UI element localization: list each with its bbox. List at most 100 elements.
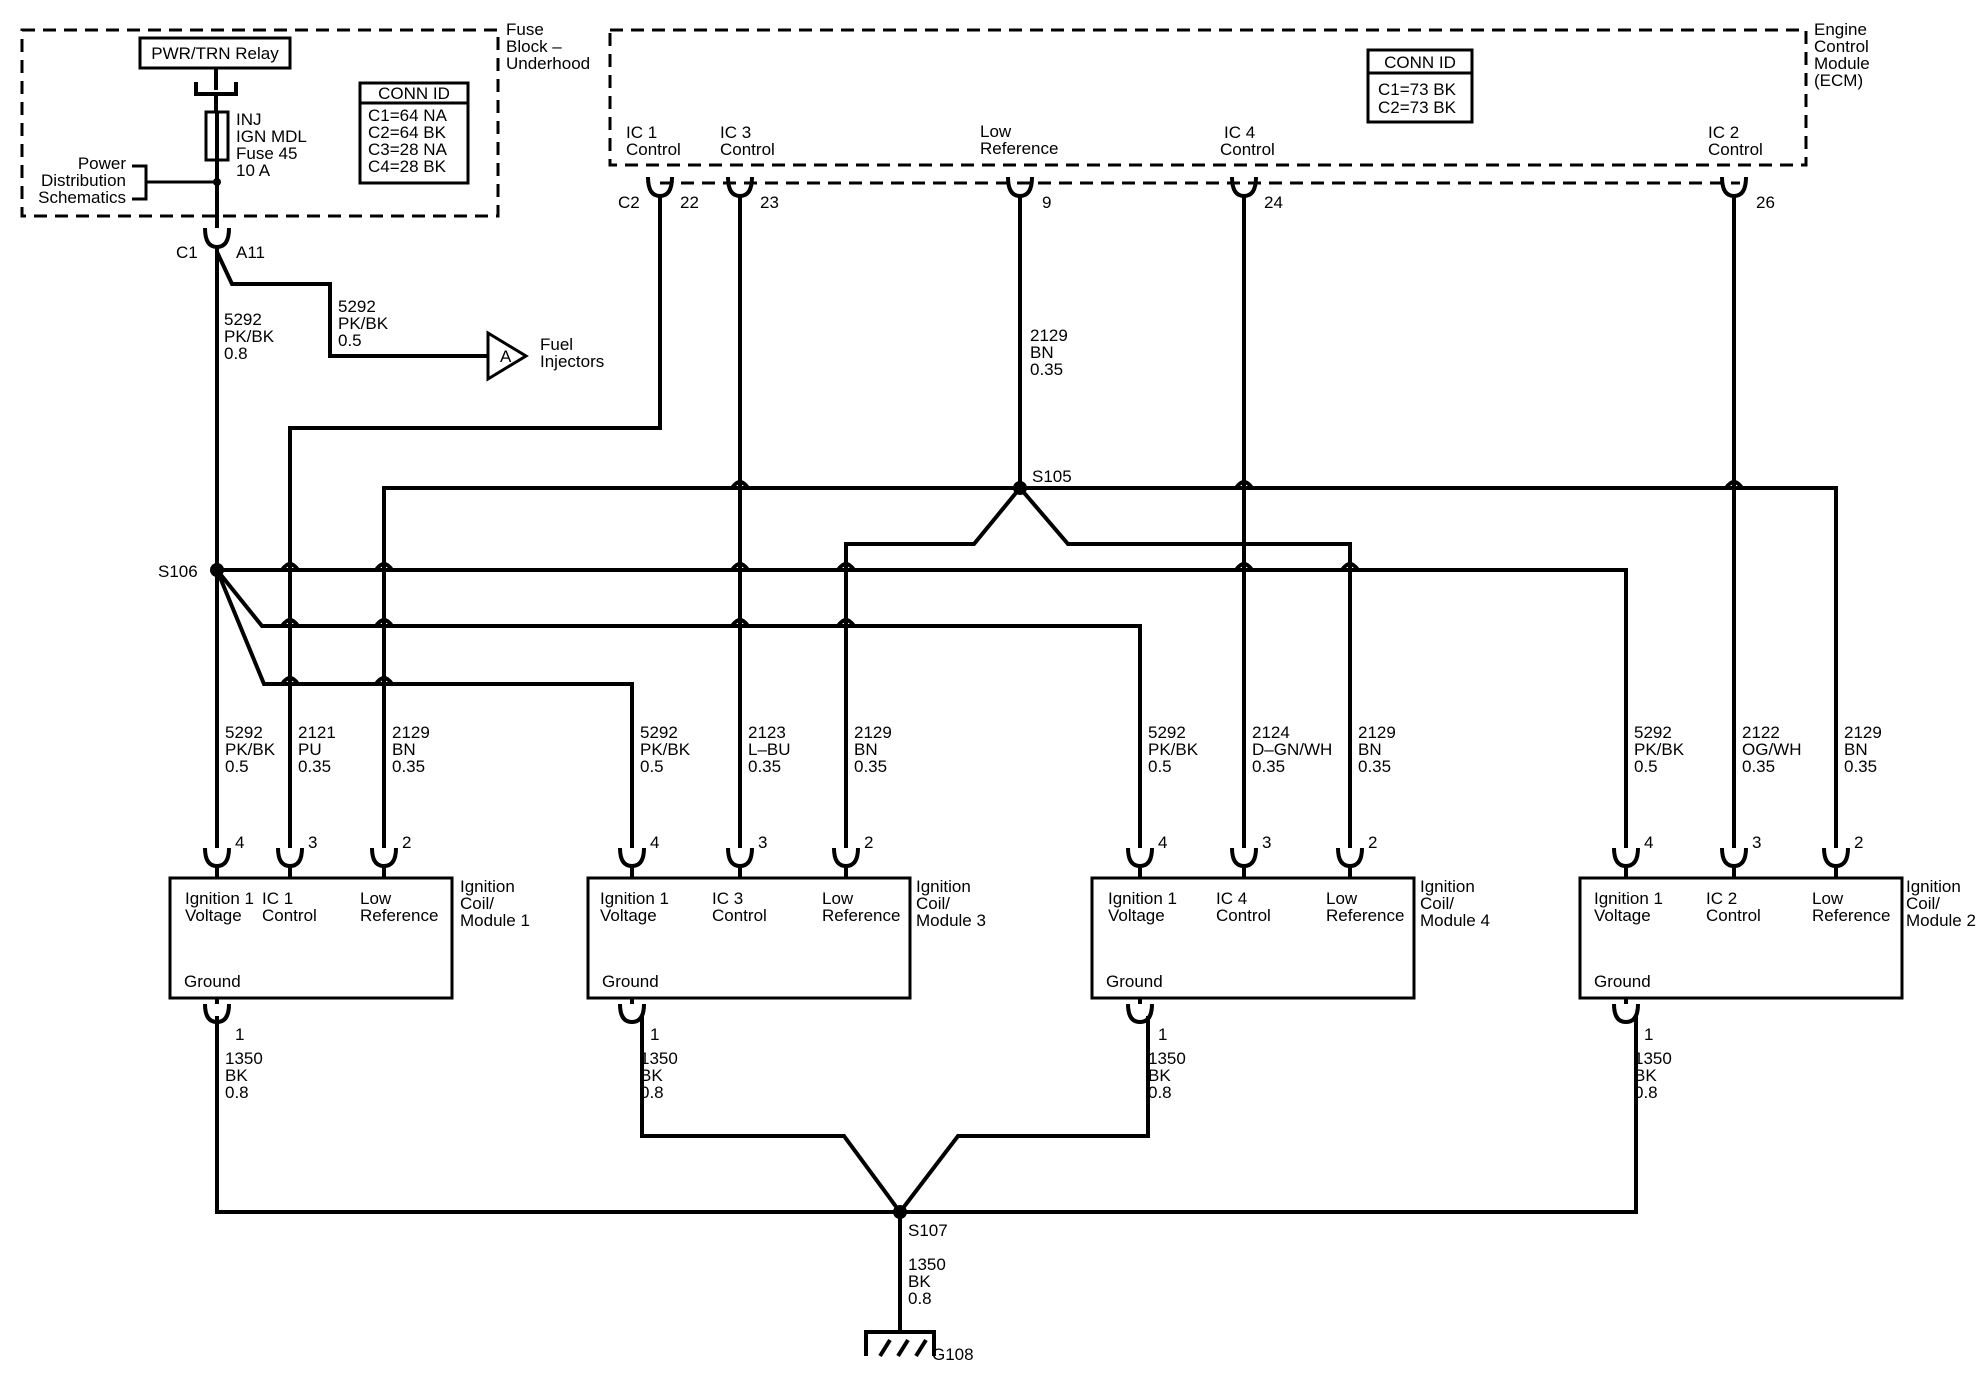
- fuel-injectors-label-1: Fuel: [540, 335, 573, 354]
- splice-s106-label: S106: [158, 562, 198, 581]
- ecm-title-4: (ECM): [1814, 71, 1863, 90]
- ecm-connector-label: C2: [618, 193, 640, 212]
- power-ref-2: Distribution: [41, 171, 126, 190]
- wire-size: 0.5: [1148, 757, 1172, 776]
- wire-id: 1350: [1634, 1049, 1672, 1068]
- ecm-pin-cup: [1006, 176, 1034, 199]
- wire-id: 2124: [1252, 723, 1290, 742]
- module-pin-cup: [1612, 847, 1640, 869]
- wire-color: OG/WH: [1742, 740, 1802, 759]
- low-ref-to-module-2: [1020, 486, 1838, 848]
- module-pin-cup: [726, 847, 754, 869]
- wire-size: 0.35: [1844, 757, 1877, 776]
- relay-label: PWR/TRN Relay: [151, 44, 279, 63]
- wire-color: BK: [1634, 1066, 1657, 1085]
- ecm-title-1: Engine: [1814, 20, 1867, 39]
- wire-color: BN: [1358, 740, 1382, 759]
- module-pin-label: IC 1: [262, 889, 293, 908]
- fuel-injectors-label-2: Injectors: [540, 352, 604, 371]
- module-title: Ignition: [1906, 877, 1961, 896]
- power-ref-1: Power: [78, 154, 127, 173]
- ecm-pin-cup: [1720, 176, 1748, 199]
- ecm-pin-label: Control: [720, 140, 775, 159]
- fuse-conn-id-title: CONN ID: [378, 84, 450, 103]
- wire-color: BK: [640, 1066, 663, 1085]
- feed-circuit: C1 A11 5292 PK/BK 0.8 5292 PK/BK 0.5 A F…: [176, 160, 604, 570]
- module-pin-cup: [1336, 847, 1364, 869]
- ecm-title-3: Module: [1814, 54, 1870, 73]
- arrow-reference-icon: [486, 330, 529, 382]
- wire-id: 2123: [748, 723, 786, 742]
- module-pin-number: 4: [650, 833, 659, 852]
- module-ground-label: Ground: [602, 972, 659, 991]
- ecm-pin-cup: [646, 176, 674, 199]
- fuse-text-1: INJ: [236, 110, 262, 129]
- wire-size: 0.35: [1742, 757, 1775, 776]
- ecm-pin-number: 26: [1756, 193, 1775, 212]
- module-pin-label: Voltage: [185, 906, 242, 925]
- wire-size: 0.8: [640, 1083, 664, 1102]
- module-title: Ignition: [916, 877, 971, 896]
- module-pin-label: Low: [822, 889, 854, 908]
- module-title: Coil/: [916, 894, 950, 913]
- module-ground-pin: 1: [650, 1025, 659, 1044]
- module-pin-number: 2: [864, 833, 873, 852]
- module-pin-label: Control: [1216, 906, 1271, 925]
- module-pin-cup: [832, 847, 860, 869]
- low-ref-to-module-3: [844, 486, 1022, 848]
- ecm-conn-id-title: CONN ID: [1384, 53, 1456, 72]
- wire-id: 1350: [1148, 1049, 1186, 1068]
- ecm-conn-id-table: [1366, 48, 1474, 124]
- module-pin-number: 4: [235, 833, 244, 852]
- wire-color: PK/BK: [640, 740, 691, 759]
- module-pin-number: 3: [308, 833, 317, 852]
- module-pin-label: Ignition 1: [600, 889, 669, 908]
- module-pin-label: Control: [1706, 906, 1761, 925]
- wire-color: BN: [854, 740, 878, 759]
- relay-contact-icon: [194, 68, 238, 96]
- fuse-block-title-2: Block –: [506, 37, 562, 56]
- ecm-pin-number: 9: [1042, 193, 1051, 212]
- ecm: Engine Control Module (ECM) CONN ID C1=7…: [608, 20, 1870, 212]
- fuse-block-title-1: Fuse: [506, 20, 544, 39]
- c1-connector-cup: [203, 227, 231, 250]
- wire-size: 0.5: [640, 757, 664, 776]
- splice-s107-label: S107: [908, 1221, 948, 1240]
- module-pin-cup: [1230, 847, 1258, 869]
- wire-color: PK/BK: [225, 740, 276, 759]
- module-pin-cup: [370, 847, 398, 869]
- feed-to-module-4: [215, 568, 1142, 848]
- ecm-pin-label: Control: [626, 140, 681, 159]
- injector-wire-color: PK/BK: [338, 314, 389, 333]
- module-pin-number: 3: [1752, 833, 1761, 852]
- ecm-pin-label: IC 2: [1708, 123, 1739, 142]
- module-pin-number: 3: [758, 833, 767, 852]
- module-ground-label: Ground: [184, 972, 241, 991]
- feed-to-module-2: [217, 568, 1628, 848]
- module-ground-pin: 1: [1644, 1025, 1653, 1044]
- module-pin-number: 4: [1644, 833, 1653, 852]
- feed-wire-color: PK/BK: [224, 327, 275, 346]
- fuse-conn-id-row: C2=64 BK: [368, 123, 447, 142]
- injector-marker: A: [500, 347, 512, 366]
- c1-connector-label: C1: [176, 243, 198, 262]
- wire-size: 0.8: [1634, 1083, 1658, 1102]
- module-pin-label: Voltage: [1594, 906, 1651, 925]
- fuse-conn-id-row: C1=64 NA: [368, 106, 448, 125]
- low-ref-wire-color: BN: [1030, 343, 1054, 362]
- ecm-pin-label: Reference: [980, 139, 1058, 158]
- low-ref-wire-id: 2129: [1030, 326, 1068, 345]
- wire-size: 0.5: [225, 757, 249, 776]
- module-title: Ignition: [1420, 877, 1475, 896]
- wire-id: 2129: [1844, 723, 1882, 742]
- ic1-control-wire: [288, 196, 662, 848]
- wire-id: 2129: [1358, 723, 1396, 742]
- fuse-text-2: IGN MDL: [236, 127, 307, 146]
- low-ref-to-module-1: [382, 486, 1020, 848]
- wire-size: 0.35: [392, 757, 425, 776]
- ecm-pin-label: IC 4: [1224, 123, 1255, 142]
- ecm-pin-label: IC 3: [720, 123, 751, 142]
- module-ground-pin: 1: [1158, 1025, 1167, 1044]
- wire-id: 5292: [225, 723, 263, 742]
- wire-size: 0.35: [1252, 757, 1285, 776]
